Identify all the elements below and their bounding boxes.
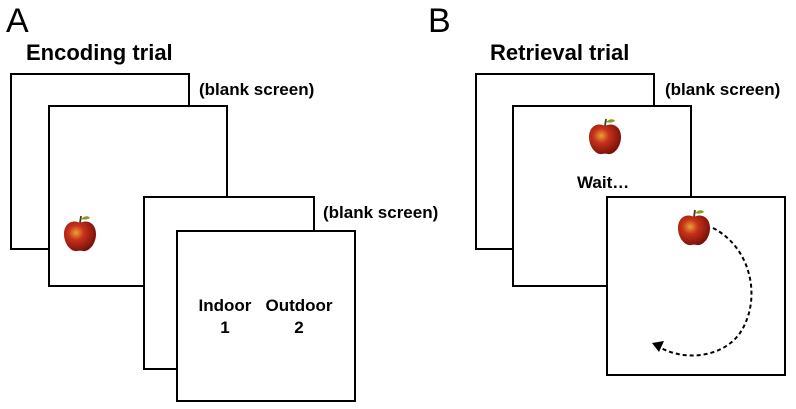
panel-b-letter: B [428,2,451,40]
panel-a-letter: A [6,2,29,40]
retrieval-blank-caption: (blank screen) [665,80,781,99]
outdoor-key: 2 [294,318,304,337]
wait-text: Wait… [577,173,630,192]
retrieval-trial-title: Retrieval trial [490,40,630,65]
encoding-blank-caption-2: (blank screen) [323,203,439,222]
indoor-key: 1 [220,318,230,337]
outdoor-label: Outdoor [265,296,333,315]
apple-icon [589,118,621,155]
apple-icon [678,209,710,246]
indoor-label: Indoor [198,296,252,315]
encoding-choice-screen: Indoor 1 Outdoor 2 [176,230,356,402]
indoor-choice: Indoor 1 [195,295,255,339]
encoding-trial-title: Encoding trial [26,40,173,65]
encoding-blank-caption-1: (blank screen) [199,80,315,99]
apple-icon [64,215,96,252]
outdoor-choice: Outdoor 2 [264,295,334,339]
retrieval-response-screen [606,196,786,376]
